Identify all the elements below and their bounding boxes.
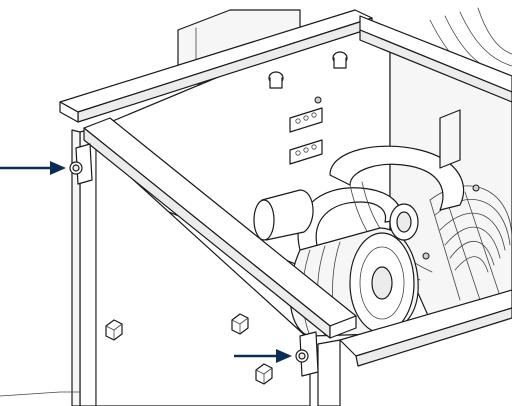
hex-bolt (231, 313, 249, 335)
base-edge (0, 391, 81, 397)
terminal-block-lower (289, 139, 323, 165)
top-rail-right (359, 15, 512, 103)
bottom-right-rail (339, 289, 512, 367)
right-bracket (439, 109, 461, 169)
inlet-fitting (253, 189, 314, 241)
left-frame-post (71, 129, 81, 406)
standoff-nut (268, 71, 284, 89)
arrow-right-icon (0, 161, 66, 175)
front-right-post (317, 339, 341, 406)
terminal-block-upper (289, 107, 323, 133)
screw-dot (472, 184, 480, 192)
round-fitting (389, 203, 419, 241)
front-rim-rail (83, 117, 357, 339)
arrow-right-icon (234, 349, 292, 363)
hex-bolt (105, 319, 123, 341)
left-upper-hinge-screw (69, 143, 93, 185)
hex-bolt (255, 363, 273, 385)
standoff-nut (332, 51, 348, 69)
screw-dot (422, 252, 430, 260)
screw-dot (314, 96, 322, 104)
right-lower-hinge-screw (295, 331, 319, 377)
